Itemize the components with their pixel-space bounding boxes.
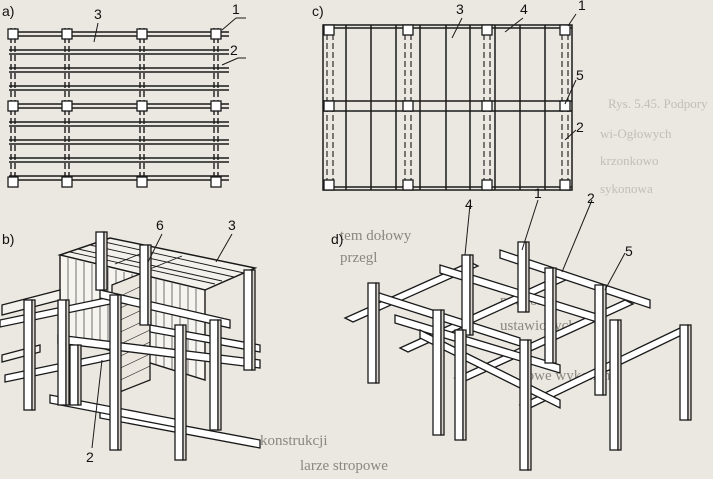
panel-a-label: a) [2, 3, 14, 19]
caption-line-1: Rys. 5.45. Podpory [608, 96, 708, 111]
panel-a-callout-1: 1 [232, 1, 240, 17]
paragraph-line-2: przegl [340, 250, 377, 266]
panel-d-isometric: d) [331, 185, 692, 471]
panel-c-label: c) [312, 3, 324, 19]
paragraph-line-1: tem dołowy [340, 228, 412, 244]
panel-b-callout-2: 2 [86, 449, 94, 465]
panel-b-label: b) [2, 231, 14, 247]
panel-a-callout-3: 3 [94, 6, 102, 22]
paragraph-line-4: ustawionych [500, 318, 576, 334]
panel-c-callout-2: 2 [576, 119, 584, 135]
panel-d-label: d) [331, 231, 343, 247]
panel-c-callout-5: 5 [576, 67, 584, 83]
panel-b-isometric: b) [0, 217, 261, 465]
panel-b-callout-3: 3 [228, 217, 236, 233]
panel-d-callout-1: 1 [534, 185, 542, 201]
panel-a-plan: a) 3 1 [2, 1, 246, 188]
panel-c-callout-3: 3 [456, 1, 464, 17]
panel-c-callout-4: 4 [520, 1, 528, 17]
panel-c-callout-1: 1 [578, 0, 586, 13]
panel-b-callout-6: 6 [156, 217, 164, 233]
caption-line-2: wi-Ogłowych [600, 126, 672, 141]
panel-a-callout-2: 2 [230, 42, 238, 58]
panel-d-callout-4: 4 [465, 196, 473, 212]
caption-line-4: sykonowa [600, 181, 653, 196]
panel-c-plan: c) [312, 0, 586, 191]
paragraph-line-6: konstrukcji [260, 433, 328, 449]
caption-line-3: krzonkowo [600, 153, 659, 168]
panel-d-callout-5: 5 [625, 243, 633, 259]
paragraph-line-7: larze stropowe [300, 458, 388, 474]
panel-d-callout-2: 2 [587, 190, 595, 206]
